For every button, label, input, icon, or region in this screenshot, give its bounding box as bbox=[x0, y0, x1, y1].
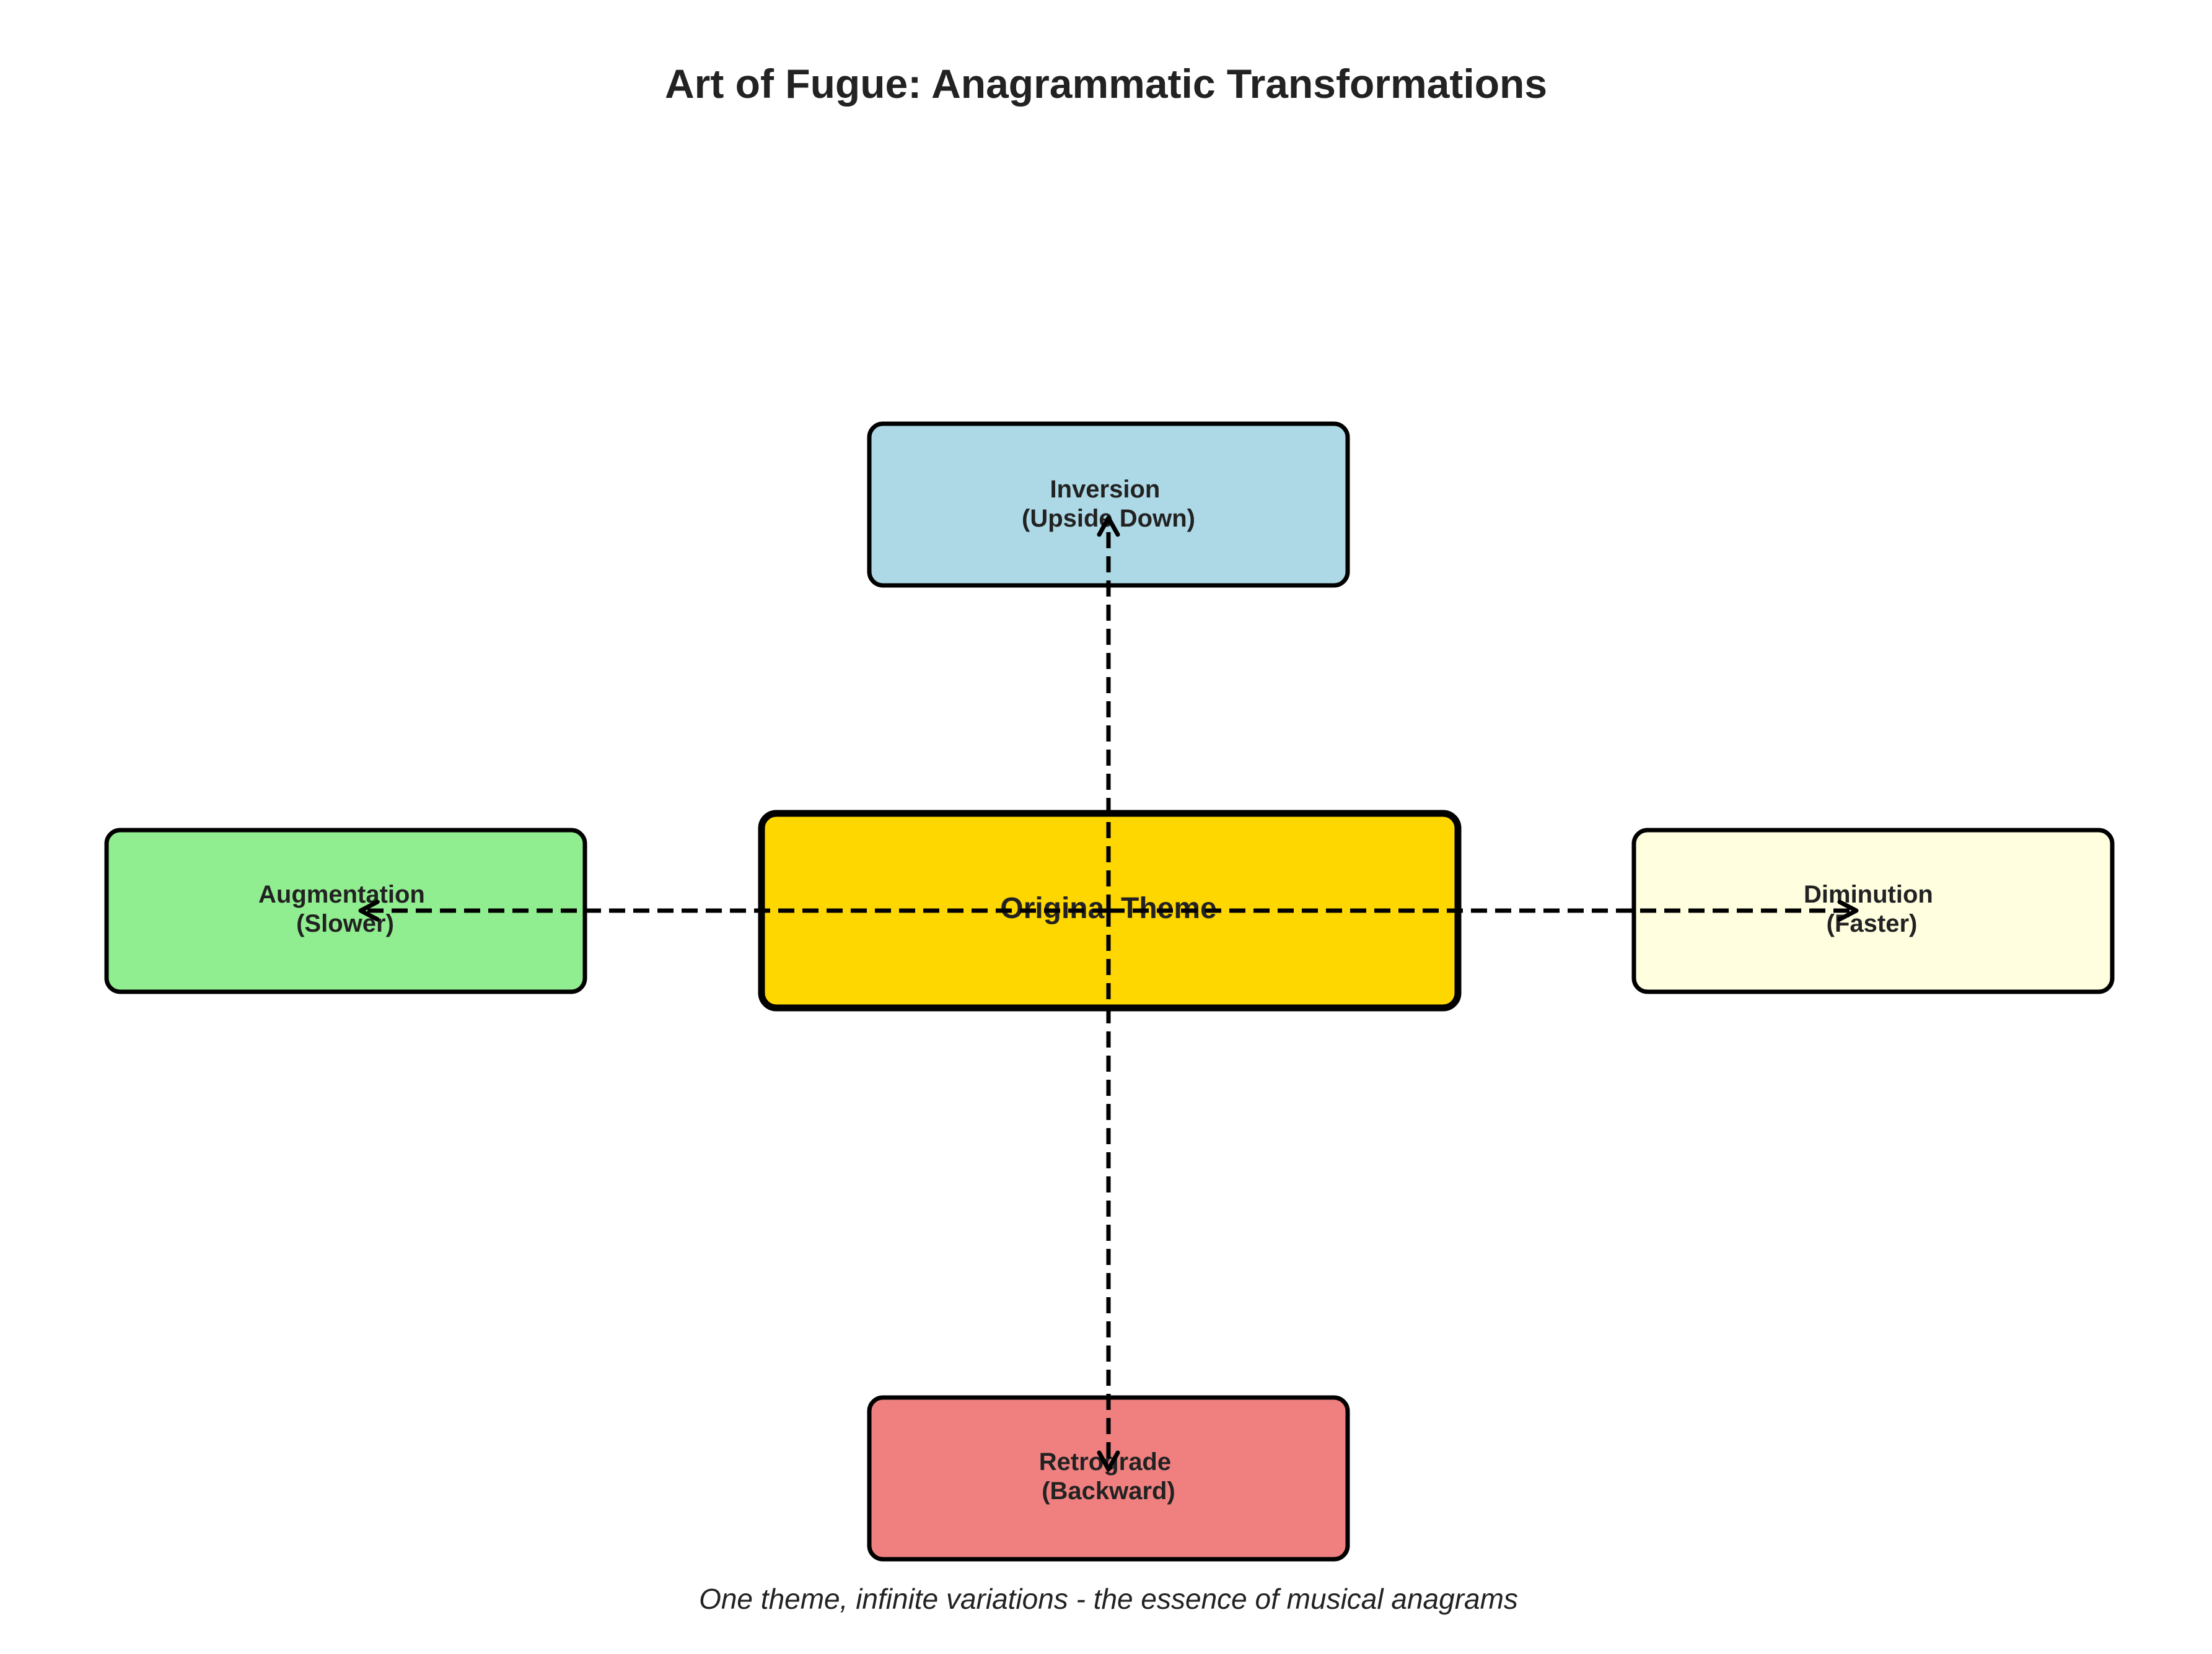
inversion-label-line1: Inversion bbox=[1050, 476, 1161, 503]
augmentation-label-line1: Augmentation bbox=[258, 881, 425, 908]
diminution-label-line1: Diminution bbox=[1804, 881, 1933, 908]
edge-to-retrograde bbox=[1097, 911, 1120, 1472]
diminution-node bbox=[1631, 828, 2115, 994]
diagram-caption: One theme, infinite variations - the ess… bbox=[699, 1583, 1518, 1615]
diminution-label-line2: (Faster) bbox=[1827, 910, 1918, 937]
arrowhead-right-icon bbox=[1837, 899, 1859, 922]
arrowhead-down-icon bbox=[1097, 1450, 1120, 1472]
diminution-label: Diminution (Faster) bbox=[1804, 881, 1940, 937]
diagram-title: Art of Fugue: Anagrammatic Transformatio… bbox=[665, 61, 1547, 107]
augmentation-label-line2: (Slower) bbox=[296, 910, 394, 937]
edge-to-diminution bbox=[1108, 899, 1859, 922]
retrograde-label: Retrograde (Backward) bbox=[1039, 1448, 1178, 1505]
arrowhead-up-icon bbox=[1097, 515, 1120, 537]
retrograde-label-line2: (Backward) bbox=[1042, 1477, 1175, 1505]
arrowhead-left-icon bbox=[358, 899, 380, 922]
edge-to-inversion bbox=[1097, 515, 1120, 911]
edge-to-augmentation bbox=[358, 899, 1108, 922]
augmentation-label: Augmentation (Slower) bbox=[258, 881, 432, 937]
